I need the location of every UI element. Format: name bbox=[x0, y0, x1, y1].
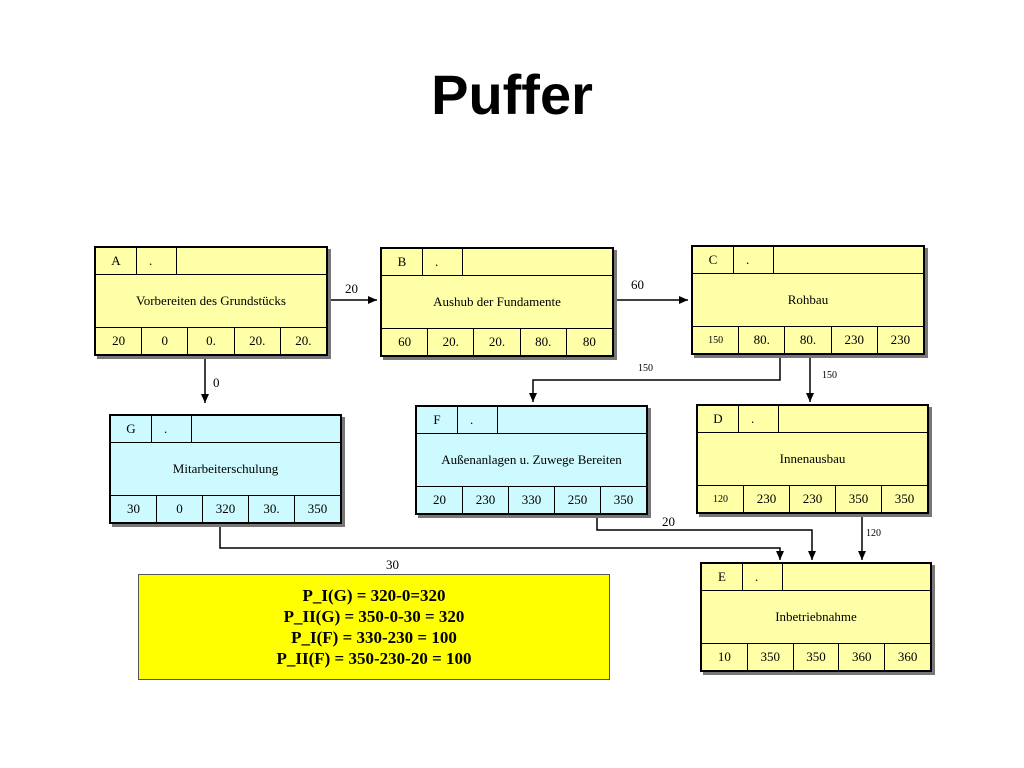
node-label: Mitarbeiterschulung bbox=[172, 461, 279, 476]
node-value: 360 bbox=[839, 644, 886, 670]
formula-line: P_II(F) = 350-230-20 = 100 bbox=[276, 649, 472, 668]
node-dot: . bbox=[137, 248, 177, 274]
node-id: E bbox=[702, 564, 743, 590]
node-id: G bbox=[111, 416, 152, 442]
node-dot: . bbox=[739, 406, 779, 432]
edge-label-a-g: 0 bbox=[213, 375, 220, 390]
node-value: 80. bbox=[521, 329, 567, 355]
node-e: E. Inbetriebnahme 10 350 350 360 360 bbox=[700, 562, 932, 672]
formula-line: P_II(G) = 350-0-30 = 320 bbox=[283, 607, 465, 626]
node-duration: 10 bbox=[702, 644, 748, 670]
formula-line: P_I(F) = 330-230 = 100 bbox=[291, 628, 457, 647]
node-id: D bbox=[698, 406, 739, 432]
node-a: A. Vorbereiten des Grundstücks 20 0 0. 2… bbox=[94, 246, 328, 356]
node-value: 230 bbox=[890, 332, 911, 347]
node-duration: 20 bbox=[96, 328, 143, 354]
node-value: 0 bbox=[142, 328, 189, 354]
edge-label-d-e: 120 bbox=[866, 528, 881, 539]
node-value: 230 bbox=[790, 486, 836, 512]
node-f: F. Außenanlagen u. Zuwege Bereiten 20 23… bbox=[415, 405, 648, 515]
node-value: 350 bbox=[794, 644, 840, 670]
page-title: Puffer bbox=[431, 63, 593, 126]
node-duration: 120 bbox=[698, 486, 744, 512]
node-dot: . bbox=[458, 407, 498, 433]
edge-label-a-b: 20 bbox=[345, 281, 358, 296]
node-duration: 30 bbox=[111, 496, 157, 522]
edge-label-f-e: 20 bbox=[662, 514, 675, 529]
node-dot: . bbox=[734, 247, 774, 273]
buffer-formula-box: P_I(G) = 320-0=320 P_II(G) = 350-0-30 = … bbox=[138, 574, 610, 680]
node-value: 80 bbox=[582, 334, 596, 349]
node-value: 330 bbox=[509, 487, 555, 513]
node-value: 230 bbox=[463, 487, 509, 513]
node-duration: 60 bbox=[382, 329, 429, 355]
node-value: 320 bbox=[203, 496, 249, 522]
node-value: 350 bbox=[307, 501, 328, 516]
node-value: 230 bbox=[744, 486, 790, 512]
node-value: 20. bbox=[295, 333, 312, 348]
node-duration: 150 bbox=[693, 327, 740, 353]
arrow-c-f bbox=[529, 356, 781, 402]
node-g: G. Mitarbeiterschulung 30 0 320 30. 350 bbox=[109, 414, 342, 524]
node-b: B. Aushub der Fundamente 60 20. 20. 80. … bbox=[380, 247, 614, 357]
node-duration: 20 bbox=[417, 487, 463, 513]
edge-label-b-c: 60 bbox=[631, 277, 644, 292]
node-value: 30. bbox=[249, 496, 295, 522]
node-value: 20. bbox=[235, 328, 281, 354]
node-value: 350 bbox=[613, 492, 634, 507]
node-dot: . bbox=[423, 249, 463, 275]
node-value: 350 bbox=[748, 644, 794, 670]
node-id: B bbox=[382, 249, 423, 275]
node-label: Außenanlagen u. Zuwege Bereiten bbox=[441, 452, 622, 467]
node-c: C. Rohbau 150 80. 80. 230 230 bbox=[691, 245, 925, 355]
node-value: 250 bbox=[555, 487, 601, 513]
node-value: 350 bbox=[836, 486, 882, 512]
node-d: D. Innenausbau 120 230 230 350 350 bbox=[696, 404, 929, 514]
edge-label-c-f: 150 bbox=[638, 363, 653, 374]
node-id: F bbox=[417, 407, 458, 433]
node-id: A bbox=[96, 248, 137, 274]
edge-label-g-e: 30 bbox=[386, 557, 399, 572]
node-id: C bbox=[693, 247, 734, 273]
node-label: Aushub der Fundamente bbox=[433, 294, 561, 309]
node-label: Rohbau bbox=[787, 292, 829, 307]
node-value: 0. bbox=[188, 328, 235, 354]
node-value: 230 bbox=[832, 327, 878, 353]
node-value: 20. bbox=[474, 329, 521, 355]
node-value: 20. bbox=[428, 329, 475, 355]
edge-label-c-d: 150 bbox=[822, 370, 837, 381]
node-value: 0 bbox=[157, 496, 203, 522]
node-value: 360 bbox=[897, 649, 918, 664]
arrow-f-e bbox=[596, 514, 816, 560]
node-value: 350 bbox=[894, 491, 915, 506]
node-value: 80. bbox=[739, 327, 786, 353]
formula-line: P_I(G) = 320-0=320 bbox=[302, 586, 446, 605]
node-label: Vorbereiten des Grundstücks bbox=[136, 293, 286, 308]
arrow-g-e bbox=[219, 526, 784, 560]
node-label: Innenausbau bbox=[779, 451, 846, 466]
node-dot: . bbox=[743, 564, 783, 590]
node-label: Inbetriebnahme bbox=[775, 609, 857, 624]
node-dot: . bbox=[152, 416, 192, 442]
node-value: 80. bbox=[785, 327, 832, 353]
